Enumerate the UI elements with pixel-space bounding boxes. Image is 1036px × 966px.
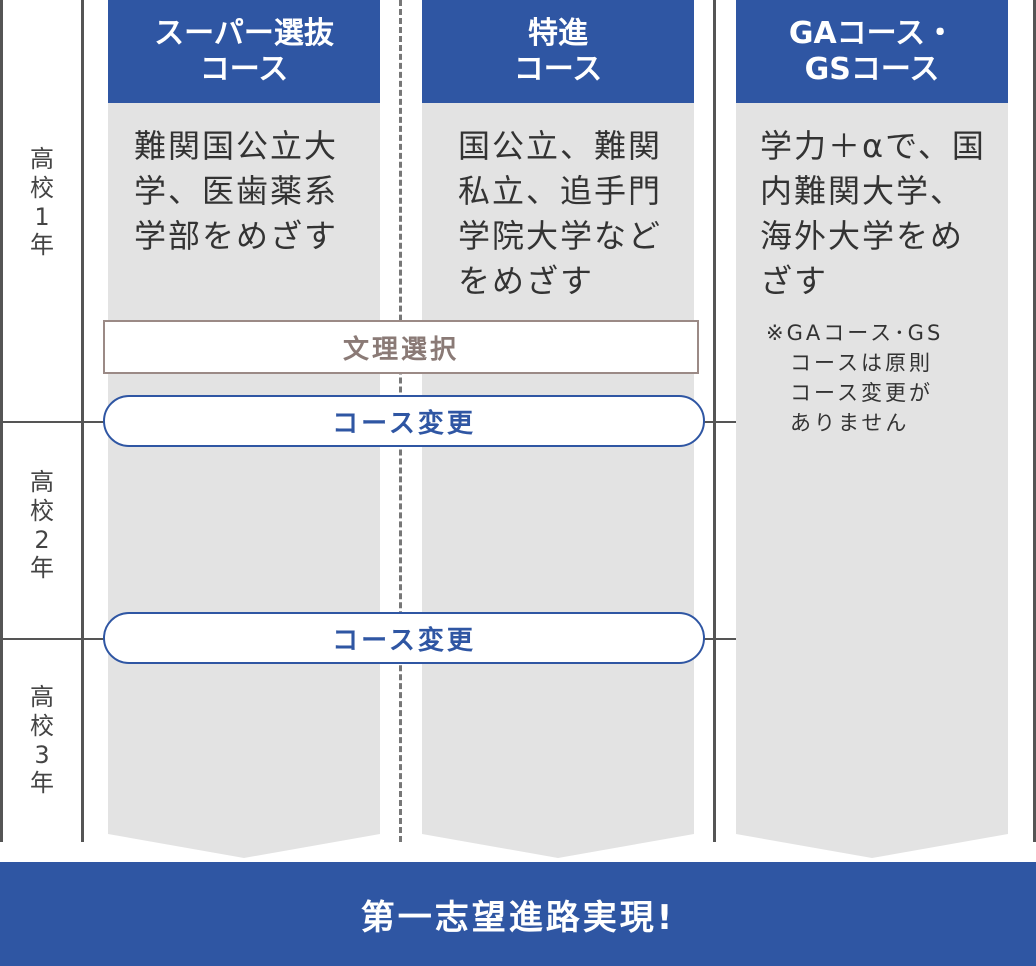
- year-label-num: 3: [34, 740, 50, 769]
- goal-banner: 第一志望進路実現!: [0, 862, 1036, 966]
- year-label-char: 高: [30, 468, 54, 496]
- course-arrow-tokushin: [422, 822, 694, 858]
- year-label-num: 1: [34, 202, 50, 231]
- course-note-ga-gs: ※GAコース･GS コースは原則 コース変更が ありません: [766, 321, 944, 435]
- year-separator-1-2: [0, 421, 105, 423]
- year-label-3: 高 校 3 年: [24, 683, 60, 798]
- course-arrow-super: [108, 822, 380, 858]
- right-border-line: [1033, 0, 1036, 842]
- course-desc-tokushin: 国公立、難関 私立、追手門 学院大学など をめざす: [458, 127, 663, 300]
- course-desc-ga-gs: 学力＋αで、国 内難関大学、 海外大学をめ ざす: [760, 127, 986, 300]
- year-label-char: 年: [30, 554, 54, 583]
- year-label-char: 校: [30, 173, 54, 202]
- year-label-char: 校: [30, 496, 54, 525]
- course-change-box-2: コース変更: [103, 612, 705, 664]
- year-label-1: 高 校 1 年: [24, 145, 60, 260]
- year-label-char: 年: [30, 231, 54, 260]
- course-arrow-ga-gs: [736, 822, 1008, 858]
- course-column-ga-gs: [736, 103, 1008, 823]
- course-header-ga-gs: GAコース・ GSコース: [736, 0, 1008, 103]
- year-label-num: 2: [34, 525, 50, 554]
- year-separator-1-2-right: [703, 421, 737, 423]
- course-column-super: [108, 103, 380, 823]
- year-label-char: 高: [30, 683, 54, 711]
- course-desc-super: 難関国公立大 学、医歯薬系 学部をめざす: [134, 127, 339, 255]
- course-header-tokushin: 特進 コース: [422, 0, 694, 103]
- bunri-selection-box: 文理選択: [103, 320, 699, 374]
- year-separator-2-3-right: [703, 638, 737, 640]
- year-label-char: 校: [30, 711, 54, 740]
- course-column-tokushin: [422, 103, 694, 823]
- course-header-super: スーパー選抜 コース: [108, 0, 380, 103]
- course-change-box-1: コース変更: [103, 395, 705, 447]
- year-label-char: 年: [30, 769, 54, 798]
- year-label-char: 高: [30, 145, 54, 173]
- year-label-2: 高 校 2 年: [24, 468, 60, 583]
- year-separator-2-3: [0, 638, 105, 640]
